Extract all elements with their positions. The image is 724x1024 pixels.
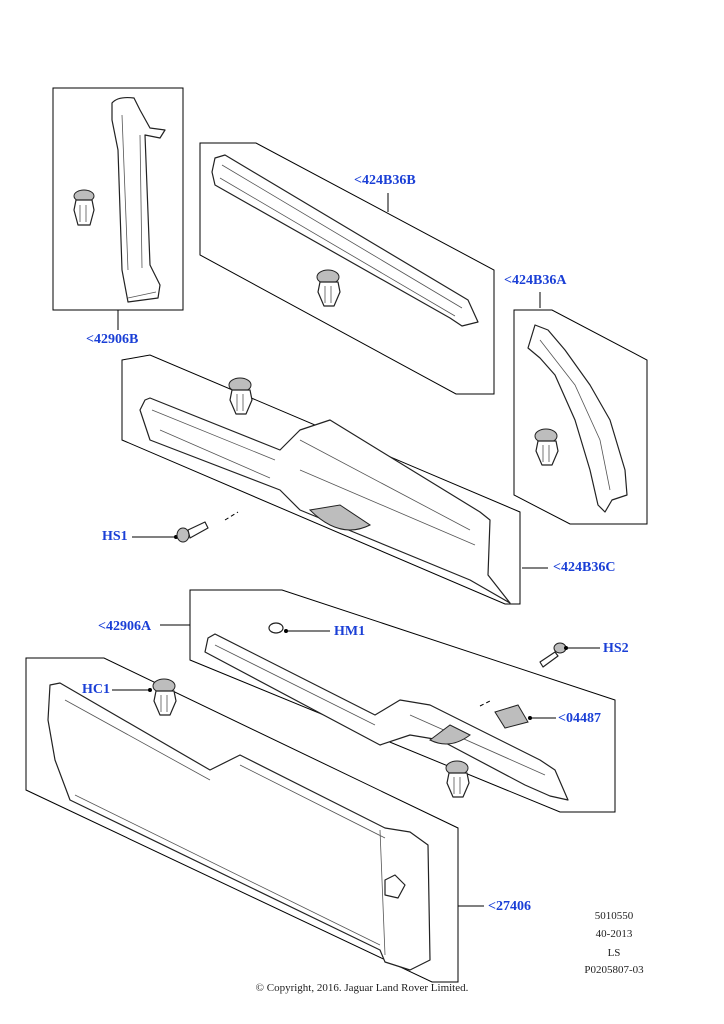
callout-424b36b[interactable]: <424B36B [354, 173, 416, 188]
side-code: LS [607, 947, 621, 959]
callout-424b36c[interactable]: <424B36C [553, 560, 616, 575]
trim-panel-424b36c-group [121, 354, 548, 605]
callout-hc1[interactable]: HC1 [82, 682, 110, 697]
callout-424b36a[interactable]: <424B36A [504, 273, 567, 288]
screw-hs1-group [132, 511, 239, 543]
strip-trim-424b36b-group [199, 142, 495, 395]
reference-number: 5010550 [594, 910, 634, 922]
callout-hs2[interactable]: HS2 [603, 641, 629, 656]
strip-trim-42906a-group [160, 589, 616, 813]
callout-27406[interactable]: <27406 [488, 899, 531, 914]
callout-42906a[interactable]: <42906A [98, 619, 152, 634]
bolt-hs2-group [539, 642, 600, 668]
trim-panel-27406-group [25, 657, 484, 983]
callout-42906b[interactable]: <42906B [86, 332, 139, 347]
callout-hs1[interactable]: HS1 [102, 529, 128, 544]
date-code: 40-2013 [595, 928, 633, 940]
side-trim-424b36a-group [513, 292, 648, 525]
illustration-number: P0205807-03 [584, 964, 644, 976]
callout-hm1[interactable]: HM1 [334, 624, 366, 639]
callout-04487[interactable]: <04487 [558, 711, 601, 726]
pillar-trim-42906b-group [52, 87, 184, 330]
copyright-notice: © Copyright, 2016. Jaguar Land Rover Lim… [255, 982, 469, 994]
